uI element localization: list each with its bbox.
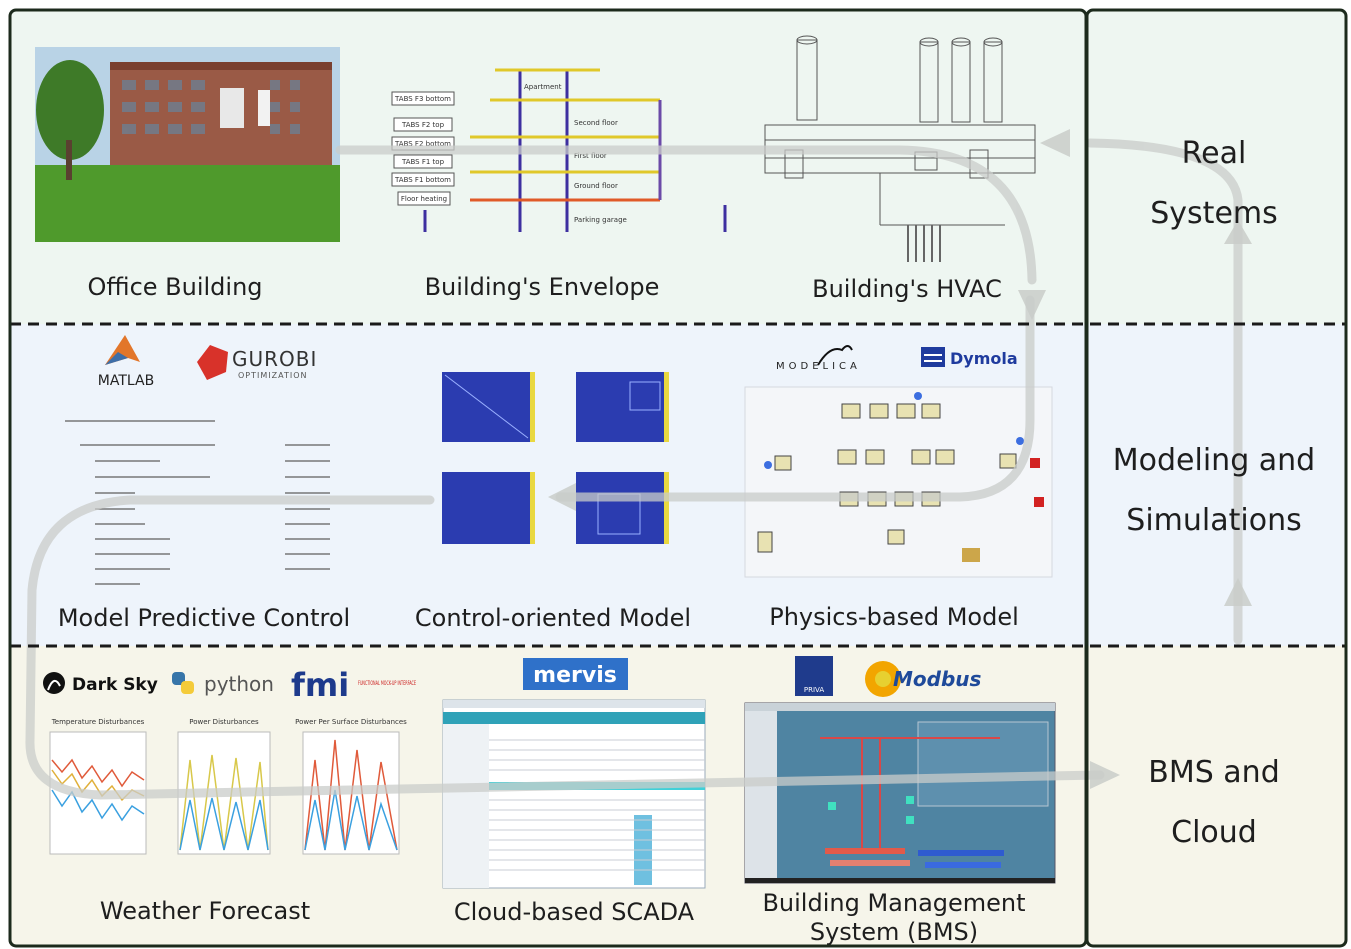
- modelica-logo-text: MODELICA: [776, 361, 861, 372]
- flow-arrow-right-up: [1085, 138, 1243, 645]
- arrow-heads: [548, 129, 1252, 789]
- building-envelope-label: Building's Envelope: [425, 273, 660, 301]
- side-label-real-line1: Real: [1182, 136, 1247, 171]
- office-photo-lawn: [35, 165, 340, 242]
- matlab-logo-text: MATLAB: [98, 373, 154, 389]
- gurobi-logo: GUROBI OPTIMIZATION: [197, 345, 317, 380]
- envelope-tags: [391, 91, 455, 206]
- side-label-real-line2: Systems: [1150, 196, 1278, 231]
- side-label-bms-line2: Cloud: [1171, 815, 1257, 850]
- mervis-logo: mervis: [523, 658, 628, 690]
- envelope-floor: Second floor: [574, 119, 618, 127]
- flow-arrow-left-loop: [25, 495, 1105, 800]
- envelope-floor: Parking garage: [574, 216, 627, 224]
- envelope-tag: TABS F1 bottom: [394, 176, 451, 184]
- weather-forecast-label: Weather Forecast: [100, 897, 310, 925]
- side-labels: Real Systems Modeling and Simulations BM…: [1113, 136, 1315, 850]
- row-separators: [10, 322, 1346, 648]
- dymola-logo-text: Dymola: [950, 349, 1018, 368]
- envelope-tag: TABS F1 top: [401, 158, 445, 166]
- envelope-tag: TABS F2 top: [401, 121, 445, 129]
- python-logo: python: [172, 672, 274, 696]
- envelope-tag: Floor heating: [401, 195, 447, 203]
- panel-cloud-scada: mervis Cloud-based SCADA: [442, 658, 706, 926]
- row-modeling-bg: [10, 324, 1346, 646]
- mpc-equations: [65, 420, 330, 585]
- priva-logo: PRIVA: [795, 656, 833, 696]
- envelope-floor: Ground floor: [574, 182, 618, 190]
- flow-arrows: [25, 138, 1243, 800]
- fmi-logo: fmi FUNCTIONAL MOCK-UP INTERFACE: [291, 666, 416, 704]
- panel-bms: PRIVA Modbus Building Management System …: [744, 656, 1056, 946]
- gurobi-logo-text: GUROBI: [232, 347, 317, 371]
- fmi-logo-text: fmi: [291, 666, 349, 704]
- side-frame: [1085, 8, 1348, 948]
- frame: [8, 8, 1348, 948]
- weather-plot-title: Temperature Disturbances: [51, 718, 145, 726]
- weather-plot-title: Power Disturbances: [189, 718, 259, 726]
- side-label-modeling-line1: Modeling and: [1113, 443, 1315, 478]
- model-predictive-control-label: Model Predictive Control: [58, 604, 350, 632]
- weather-plot-title: Power Per Surface Disturbances: [295, 718, 407, 726]
- panel-building-envelope: TABS F3 bottom TABS F2 top TABS F2 botto…: [391, 68, 727, 301]
- bms-label-line1: Building Management: [762, 889, 1025, 917]
- flow-arrow-top: [335, 145, 1037, 285]
- modelica-logo: MODELICA: [776, 345, 861, 372]
- office-building-label: Office Building: [87, 273, 262, 301]
- darksky-logo: Dark Sky: [43, 672, 158, 695]
- bms-label-line2: System (BMS): [810, 918, 978, 946]
- fmi-logo-subtext: FUNCTIONAL MOCK-UP INTERFACE: [358, 680, 416, 687]
- envelope-tag: TABS F3 bottom: [394, 95, 451, 103]
- panel-control-oriented-model: Control-oriented Model: [415, 372, 691, 632]
- python-logo-text: python: [204, 672, 274, 696]
- control-oriented-model-label: Control-oriented Model: [415, 604, 691, 632]
- panel-office-building: Office Building: [35, 47, 340, 301]
- darksky-logo-text: Dark Sky: [72, 675, 158, 695]
- modbus-logo: Modbus: [865, 661, 982, 697]
- mervis-logo-text: mervis: [533, 663, 617, 688]
- side-label-bms-line1: BMS and: [1148, 755, 1279, 790]
- envelope-floor: First floor: [574, 152, 607, 160]
- envelope-floor: Apartment: [524, 83, 562, 91]
- cloud-scada-label: Cloud-based SCADA: [454, 898, 695, 926]
- row-backgrounds: [10, 10, 1346, 946]
- side-label-modeling-line2: Simulations: [1126, 503, 1301, 538]
- building-hvac-label: Building's HVAC: [812, 275, 1002, 303]
- matlab-logo: MATLAB: [98, 335, 154, 389]
- panel-model-predictive-control: MATLAB GUROBI OPTIMIZATION Model Predict…: [58, 335, 350, 632]
- dymola-logo: Dymola: [921, 347, 1018, 368]
- flow-arrow-right-loop: [555, 295, 1035, 502]
- gurobi-logo-subtext: OPTIMIZATION: [238, 371, 308, 380]
- envelope-tag: TABS F2 bottom: [394, 140, 451, 148]
- modbus-logo-text: Modbus: [893, 667, 982, 691]
- priva-logo-text: PRIVA: [804, 686, 824, 694]
- physics-based-model-label: Physics-based Model: [769, 603, 1019, 631]
